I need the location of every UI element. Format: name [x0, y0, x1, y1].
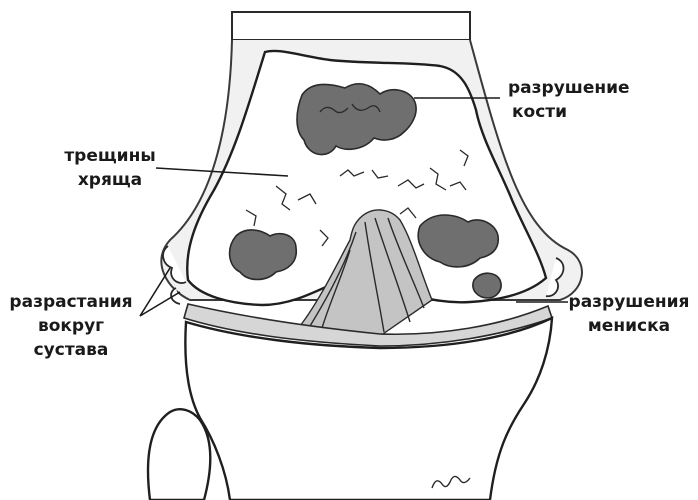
label-joint-growths: разрастания вокруг сустава [6, 290, 136, 362]
femur-shaft [232, 12, 470, 40]
label-bone-destruction: разрушение кости [508, 76, 630, 124]
lesion-small [473, 273, 501, 298]
label-joint-growths-line1: разрастания [6, 290, 136, 314]
label-bone-destruction-line1: разрушение [508, 76, 630, 100]
leader-growths-lower [140, 292, 180, 316]
leader-growths-upper [140, 268, 170, 316]
label-meniscus-destruction-line2: мениска [566, 314, 692, 338]
label-meniscus-destruction: разрушения мениска [566, 290, 692, 338]
label-bone-destruction-line2: кости [508, 100, 630, 124]
label-meniscus-destruction-line1: разрушения [566, 290, 692, 314]
label-cartilage-cracks: трещины хряща [64, 144, 156, 192]
label-joint-growths-line2: вокруг [6, 314, 136, 338]
fibula-head [148, 409, 210, 500]
label-joint-growths-line3: сустава [6, 338, 136, 362]
label-cartilage-cracks-line2: хряща [64, 168, 156, 192]
label-cartilage-cracks-line1: трещины [64, 144, 156, 168]
